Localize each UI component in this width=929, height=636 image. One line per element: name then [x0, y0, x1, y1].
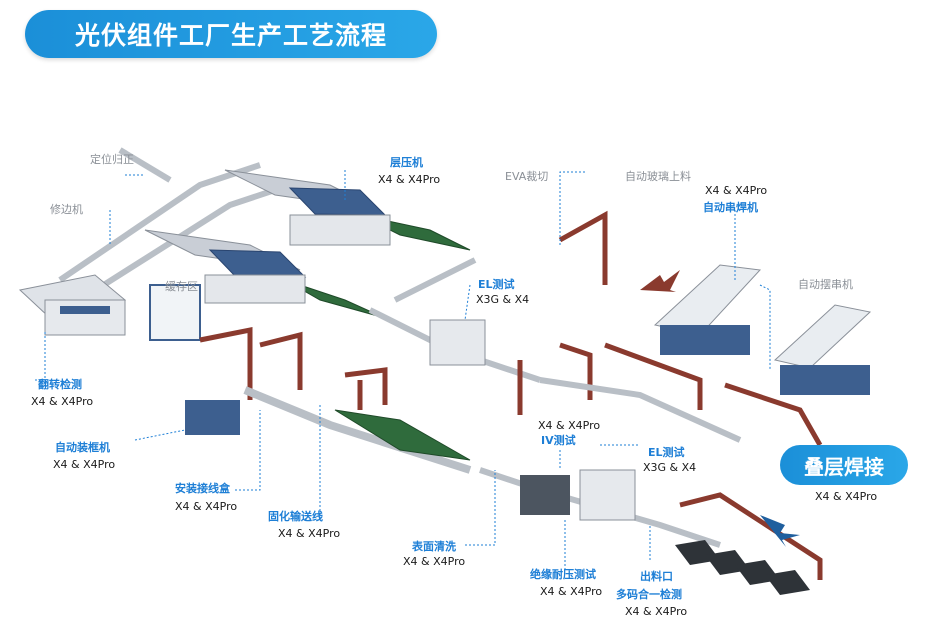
framing-station	[185, 326, 303, 435]
output-modules	[675, 540, 810, 595]
label-biaomian: 表面清洗	[412, 540, 456, 553]
label-eva: EVA裁切	[505, 170, 549, 183]
label-biaomian-model: X4 & X4Pro	[403, 555, 466, 568]
label-el1: EL测试	[478, 278, 515, 291]
flow-arrow-1	[640, 270, 680, 292]
label-cengya: 层压机	[390, 156, 423, 169]
label-baichuan: 自动摆串机	[798, 278, 853, 291]
label-huancun: 缓存区	[165, 280, 198, 293]
label-fanzhuan: 翻转检测	[38, 378, 82, 391]
layup-frames	[604, 342, 823, 447]
label-jueyuan-model: X4 & X4Pro	[540, 585, 603, 598]
buffer-area	[149, 284, 201, 341]
label-chuanhan-model: X4 & X4Pro	[705, 184, 768, 197]
label-jueyuan: 绝缘耐压测试	[530, 568, 596, 581]
laminator-2	[144, 229, 386, 319]
el-tester-1	[429, 319, 486, 366]
label-iv: IV测试	[541, 434, 576, 447]
leader-lines	[35, 170, 771, 570]
label-duoma-model: X4 & X4Pro	[625, 605, 688, 618]
laminator-1	[224, 169, 471, 251]
label-guhua-model: X4 & X4Pro	[278, 527, 341, 540]
label-chuliao: 出料口	[640, 570, 673, 583]
el-tester-2	[579, 469, 636, 521]
string-welder-1	[653, 264, 762, 355]
iv-tester	[520, 475, 570, 515]
label-boli: 自动玻璃上料	[625, 170, 691, 183]
label-el2-model: X3G & X4	[643, 461, 697, 474]
label-diecheng: 叠层焊接	[780, 445, 908, 485]
label-zhuangkuang-model: X4 & X4Pro	[53, 458, 116, 471]
label-el1-model: X3G & X4	[476, 293, 530, 306]
label-cengya-model: X4 & X4Pro	[378, 173, 441, 186]
label-diecheng-model: X4 & X4Pro	[815, 490, 878, 503]
label-jiexian: 安装接线盒	[175, 482, 230, 495]
label-fanzhuan-model: X4 & X4Pro	[31, 395, 94, 408]
label-guhua: 固化输送线	[268, 510, 323, 523]
label-duoma: 多码合一检测	[616, 588, 682, 601]
output-frame	[679, 492, 823, 580]
flow-arrow-2	[760, 515, 800, 547]
label-el2: EL测试	[648, 446, 685, 459]
label-xiubian: 修边机	[50, 203, 83, 216]
label-dingwei: 定位归正	[90, 153, 134, 166]
label-iv-model: X4 & X4Pro	[538, 419, 601, 432]
trimming-machine	[18, 274, 127, 336]
label-jiexian-model: X4 & X4Pro	[175, 500, 238, 513]
string-welder-2	[773, 304, 872, 395]
label-chuanhan: 自动串焊机	[703, 201, 758, 214]
curing-line	[243, 367, 472, 474]
page-title: 光伏组件工厂生产工艺流程	[25, 10, 437, 58]
label-zhuangkuang: 自动装框机	[55, 441, 110, 454]
